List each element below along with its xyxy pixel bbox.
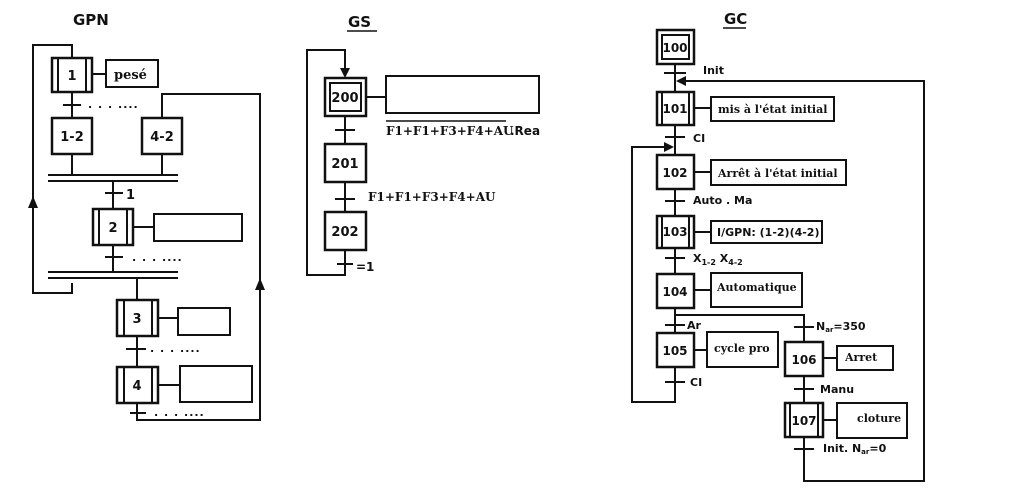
gpn-transition-sync-text: 1 [126, 188, 135, 203]
gpn-action-1-text: pesé [114, 68, 147, 83]
gpn-step-1-2[interactable]: 1-2 [50, 116, 94, 156]
gc-step-104-label: 104 [662, 285, 687, 299]
gc-step-107-label: 107 [791, 414, 816, 428]
gpn-transition-4-text: . . . .... [154, 406, 205, 419]
gc-action-103-text: I/GPN: (1-2)(4-2) [717, 226, 820, 239]
gpn-action-2 [153, 213, 243, 242]
gs-title: GS [348, 13, 371, 31]
gpn-grafcet: GPN 1 pesé . . . .... 1-2 4-2 [28, 11, 265, 421]
gc-transition-107-text: Init. Nar=0 [823, 442, 887, 456]
gc-step-101[interactable]: 101 [655, 90, 696, 127]
gpn-step-4[interactable]: 4 [115, 365, 160, 405]
gpn-step-4-2[interactable]: 4-2 [140, 116, 184, 156]
gc-transition-101-text: CI [693, 132, 705, 145]
gs-action-200 [385, 75, 540, 114]
gc-return-arrow-icon [676, 76, 686, 86]
gc-step-102[interactable]: 102 [655, 153, 696, 191]
gc-transition-104a-text: Ar [687, 319, 702, 332]
gc-return-line [682, 80, 925, 482]
gpn-exit-line [136, 403, 261, 421]
gpn-step-1-2-label: 1-2 [60, 130, 84, 145]
gc-transition-104b-text: Nar=350 [816, 320, 866, 334]
gc-step-105[interactable]: 105 [655, 331, 696, 369]
gc-action-102: Arrêt à l'état initial [710, 159, 847, 186]
gc-step-103-label: 103 [662, 225, 687, 239]
gs-step-201-label: 201 [331, 157, 358, 172]
gc-step-102-label: 102 [662, 166, 687, 180]
gc-action-107: cloture [836, 402, 908, 439]
gpn-step-3[interactable]: 3 [115, 298, 160, 338]
gc-action-102-text: Arrêt à l'état initial [717, 167, 838, 180]
gpn-action-4 [179, 365, 253, 403]
gs-transition-201-text: F1+F1+F3+F4+AU [368, 190, 496, 204]
gpn-step-3-label: 3 [132, 312, 141, 327]
gc-action-101-text: mis à l'état initial [718, 103, 827, 116]
gs-loop-arrow-icon [340, 68, 350, 78]
gc-step-101-label: 101 [662, 102, 687, 116]
gc-action-105: cycle pro [706, 331, 779, 368]
gs-step-202[interactable]: 202 [323, 210, 368, 252]
gc-or-divergence-line [675, 314, 805, 342]
gc-action-103: I/GPN: (1-2)(4-2) [710, 220, 823, 244]
gpn-right-arrow-icon [255, 278, 265, 290]
gc-transition-105-text: CI [690, 376, 702, 389]
gc-step-106[interactable]: 106 [783, 340, 825, 378]
gc-transition-100-text: Init [703, 64, 724, 77]
gc-grafcet: GC 100 Init 101 mis à l'état initial CI [631, 10, 925, 482]
gpn-transition-2-text: . . . .... [132, 251, 183, 264]
gc-step-107[interactable]: 107 [783, 401, 825, 439]
gpn-step-4-label: 4 [132, 379, 141, 394]
gc-action-101: mis à l'état initial [710, 96, 835, 122]
gc-transition-102-text: Auto . Ma [693, 194, 752, 207]
gs-step-201[interactable]: 201 [323, 142, 368, 184]
gc-cycle-arrow-icon [664, 142, 674, 152]
gpn-step-4-2-label: 4-2 [150, 130, 174, 145]
gc-action-106: Arret [836, 345, 894, 371]
gs-step-200[interactable]: 200 [323, 76, 368, 118]
gc-step-103[interactable]: 103 [655, 214, 696, 250]
gc-action-106-text: Arret [844, 351, 878, 364]
gpn-step-2-label: 2 [108, 221, 117, 236]
gs-transition-202-text: =1 [356, 260, 374, 274]
gc-transition-106-text: Manu [820, 383, 854, 396]
gc-action-104: Automatique [710, 272, 803, 308]
gc-step-105-label: 105 [662, 344, 687, 358]
gpn-transition-3-text: . . . .... [150, 342, 201, 355]
gpn-transition-1-text: . . . .... [88, 98, 139, 111]
gs-transition-200-suffix: .Rea [510, 124, 540, 138]
gpn-action-3 [177, 307, 231, 336]
gpn-step-1[interactable]: 1 [50, 56, 94, 94]
gs-transition-200-text: F1+F1+F3+F4+AU [386, 124, 514, 138]
gc-step-100[interactable]: 100 [655, 28, 696, 66]
gs-grafcet: GS 200 F1+F1+F3+F4+AU .Rea 201 F1+F1+F3+… [306, 13, 540, 276]
gs-step-200-label: 200 [331, 91, 358, 106]
gc-action-107-text: cloture [857, 412, 901, 425]
gc-title: GC [724, 10, 747, 28]
gc-step-100-label: 100 [662, 41, 687, 55]
gc-step-104[interactable]: 104 [655, 272, 696, 310]
gc-transition-103-text: X1-2 X4-2 [693, 252, 743, 267]
gs-step-202-label: 202 [331, 225, 358, 240]
gpn-step-2[interactable]: 2 [91, 207, 135, 247]
gpn-loop-arrow-icon [28, 196, 38, 208]
gc-action-105-text: cycle pro [714, 342, 770, 355]
gpn-title: GPN [73, 11, 109, 29]
gpn-loop-right-line [161, 93, 261, 418]
gpn-step-1-label: 1 [67, 69, 76, 84]
gc-action-104-text: Automatique [716, 281, 797, 294]
gc-step-106-label: 106 [791, 353, 816, 367]
gpn-action-1: pesé [105, 59, 159, 88]
